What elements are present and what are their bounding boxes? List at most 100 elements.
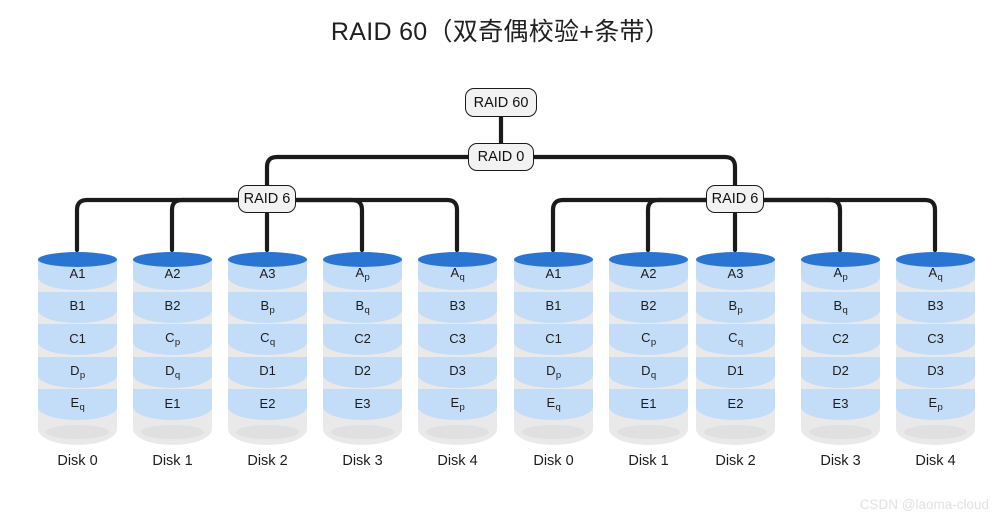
disk-block: C2 xyxy=(323,324,402,355)
disk-block-label: C3 xyxy=(449,330,466,346)
disk-block: Dp xyxy=(38,356,117,388)
disk-block-label: Eq xyxy=(546,395,561,414)
disk-block-label: D2 xyxy=(832,363,849,378)
wire-stripe-to-group-right xyxy=(531,154,738,188)
disk-block-label: Dq xyxy=(165,362,181,381)
disk-block-label: C2 xyxy=(832,330,849,346)
disk-caption: Disk 0 xyxy=(533,453,574,469)
wire-group-left-disk-4 xyxy=(292,197,460,253)
wire-group-right-disk-4 xyxy=(760,197,938,253)
disk-block-label: B3 xyxy=(449,298,466,313)
node-raid-6-left[interactable]: RAID 6 xyxy=(238,185,296,213)
disk-block-label: Ap xyxy=(833,265,848,284)
wire-group-left-disk-3 xyxy=(292,197,365,253)
disk-block-label: Ep xyxy=(928,395,943,414)
disk-block: E2 xyxy=(696,389,775,420)
node-raid-60-label: RAID 60 xyxy=(473,94,529,111)
disk-block-label: Cq xyxy=(260,330,276,349)
disk-block-label: A2 xyxy=(640,265,657,281)
wire-group-right-disk-3 xyxy=(760,197,843,253)
disk-block: D2 xyxy=(323,356,402,388)
disk-block-label: Aq xyxy=(450,265,465,284)
disk-block: E1 xyxy=(133,389,212,420)
disk-block: E3 xyxy=(323,389,402,420)
disk-block: Bp xyxy=(696,291,775,323)
disk-caption: Disk 1 xyxy=(628,453,669,469)
disk-block-label: E1 xyxy=(164,395,181,411)
disk-block-label: A3 xyxy=(727,265,744,281)
disk-top-platter xyxy=(38,252,117,267)
disk-block: D3 xyxy=(896,356,975,388)
disk-base-ellipse xyxy=(704,425,767,439)
disk-caption: Disk 4 xyxy=(437,453,478,469)
disk-block: Dq xyxy=(133,356,212,388)
disk-block-label: B2 xyxy=(164,298,181,313)
disk-block: B1 xyxy=(38,291,117,323)
disk-block-label: E3 xyxy=(832,395,849,411)
disk-block-label: Ap xyxy=(355,265,370,284)
disk-block-label: A1 xyxy=(545,265,562,281)
watermark: CSDN @laoma-cloud xyxy=(859,497,989,512)
disk-block-label: Bq xyxy=(355,297,370,316)
disk-block-label: C1 xyxy=(545,330,562,346)
disk-top-platter xyxy=(801,252,880,267)
disk-block: Ep xyxy=(896,389,975,420)
disk-block-label: A3 xyxy=(259,265,276,281)
disk-block-label: B3 xyxy=(927,298,944,313)
disk-block-label: C1 xyxy=(69,330,86,346)
node-raid-0[interactable]: RAID 0 xyxy=(468,143,534,171)
disk-block: C3 xyxy=(418,324,497,355)
disk-block: C2 xyxy=(801,324,880,355)
disk-block: E3 xyxy=(801,389,880,420)
disk-block: Dp xyxy=(514,356,593,388)
node-raid-6-right[interactable]: RAID 6 xyxy=(706,185,764,213)
disk-block-label: E2 xyxy=(727,395,744,411)
disk-block: B3 xyxy=(896,291,975,323)
disk-top-platter xyxy=(323,252,402,267)
disk-block-label: Bq xyxy=(833,297,848,316)
disk-block-label: D1 xyxy=(259,363,276,378)
disk-block: D1 xyxy=(696,356,775,388)
disk-block: Dq xyxy=(609,356,688,388)
disk-block-label: E2 xyxy=(259,395,276,411)
disk-base-ellipse xyxy=(904,425,967,439)
disk-block-label: A2 xyxy=(164,265,181,281)
disk-block-label: Cp xyxy=(641,330,657,349)
disk-block: Eq xyxy=(38,389,117,420)
disk-block: Eq xyxy=(514,389,593,420)
disk-block: B1 xyxy=(514,291,593,323)
disk-block-label: D1 xyxy=(727,363,744,378)
disk-block-label: D3 xyxy=(449,363,466,378)
disk-block: Cq xyxy=(228,324,307,355)
disk-top-platter xyxy=(133,252,212,267)
disk-block: C3 xyxy=(896,324,975,355)
disk-block: Cp xyxy=(133,324,212,355)
disk-block-label: D2 xyxy=(354,363,371,378)
disk-block: Ep xyxy=(418,389,497,420)
node-raid-60[interactable]: RAID 60 xyxy=(465,88,537,117)
